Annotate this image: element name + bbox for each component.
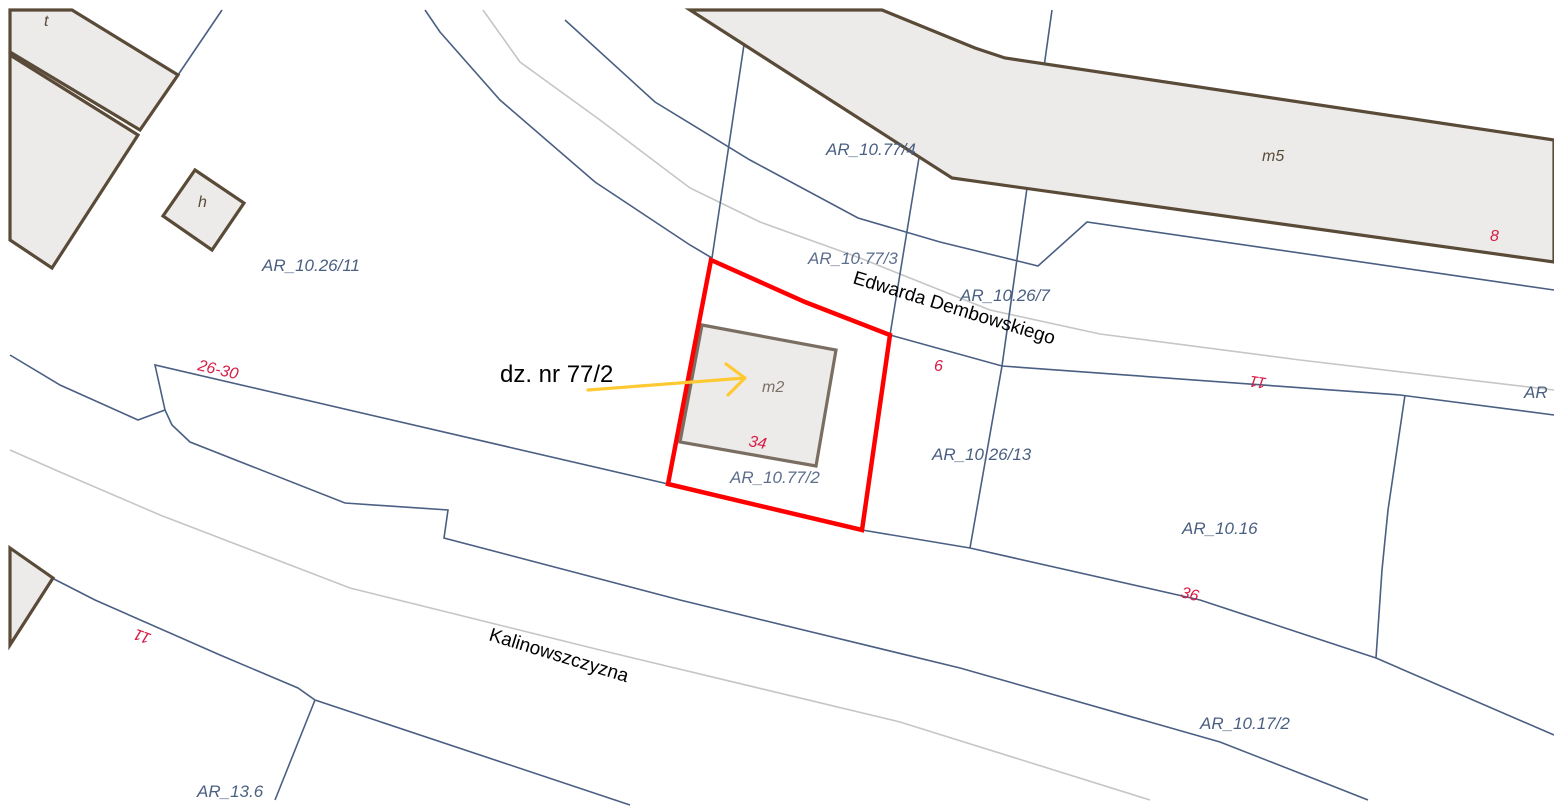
- boundary-line: [177, 9, 223, 76]
- parcel-label-edge: AR: [1523, 383, 1548, 402]
- building-m2: [678, 323, 838, 468]
- boundary-line: [9, 551, 631, 806]
- arrow-head: [724, 362, 747, 397]
- building-h: [160, 167, 247, 253]
- parcel-label-10-77-4: AR_10.77/4: [825, 140, 916, 159]
- address-number-8: 8: [1490, 228, 1499, 245]
- building-left-strip: [8, 52, 141, 271]
- highlighted-plot-77-2-outline: [665, 256, 893, 533]
- street-label-kalinowszczyzna: Kalinowszczyzna: [487, 625, 632, 688]
- plot-callout-label: dz. nr 77/2: [500, 361, 613, 388]
- road-centerlines: [9, 9, 1554, 801]
- boundary-line: [861, 529, 1377, 659]
- boundary-line: [564, 19, 1554, 291]
- address-number-11-left: 11: [132, 625, 153, 647]
- building-label-m2: m2: [762, 379, 784, 396]
- boundary-line: [9, 354, 669, 485]
- building-bottom-left: [8, 544, 56, 651]
- road-centerline-kalinowszczyzna: [9, 449, 1151, 801]
- building-label-m5: m5: [1262, 148, 1284, 165]
- building-m5: [684, 8, 1554, 264]
- parcel-label-10-77-2: AR_10.77/2: [729, 468, 820, 487]
- buildings: [8, 8, 1554, 651]
- boundary-line: [164, 409, 1369, 801]
- building-label-t: t: [44, 13, 49, 30]
- address-number-11-right: 11: [1249, 372, 1268, 391]
- parcel-label-10-26-13: AR_10.26/13: [931, 445, 1032, 464]
- parcel-label-13-6: AR_13.6: [196, 782, 264, 801]
- plot-arrow: [586, 362, 747, 397]
- boundary-line: [889, 334, 1554, 416]
- address-number-6: 6: [934, 358, 943, 375]
- arrow-shaft: [586, 376, 747, 392]
- building-t: [8, 8, 181, 133]
- boundary-line: [1375, 394, 1554, 736]
- parcel-label-10-17-2: AR_10.17/2: [1199, 714, 1290, 733]
- address-number-34: 34: [747, 433, 768, 453]
- parcel-label-10-77-3: AR_10.77/3: [807, 249, 898, 268]
- street-label-edwarda-dembowskiego: Edwarda Dembowskiego: [851, 268, 1058, 350]
- boundary-line: [274, 699, 316, 801]
- parcel-label-10-26-7: AR_10.26/7: [959, 286, 1050, 305]
- parcel-label-10-26-11: AR_10.26/11: [261, 256, 360, 275]
- boundary-line: [424, 9, 713, 259]
- road-centerline-dembowskiego: [482, 9, 1554, 391]
- parcel-label-10-16: AR_10.16: [1181, 519, 1258, 538]
- building-label-h: h: [198, 194, 207, 211]
- address-number-36: 36: [1179, 584, 1200, 605]
- parcel-boundaries: [9, 9, 1554, 806]
